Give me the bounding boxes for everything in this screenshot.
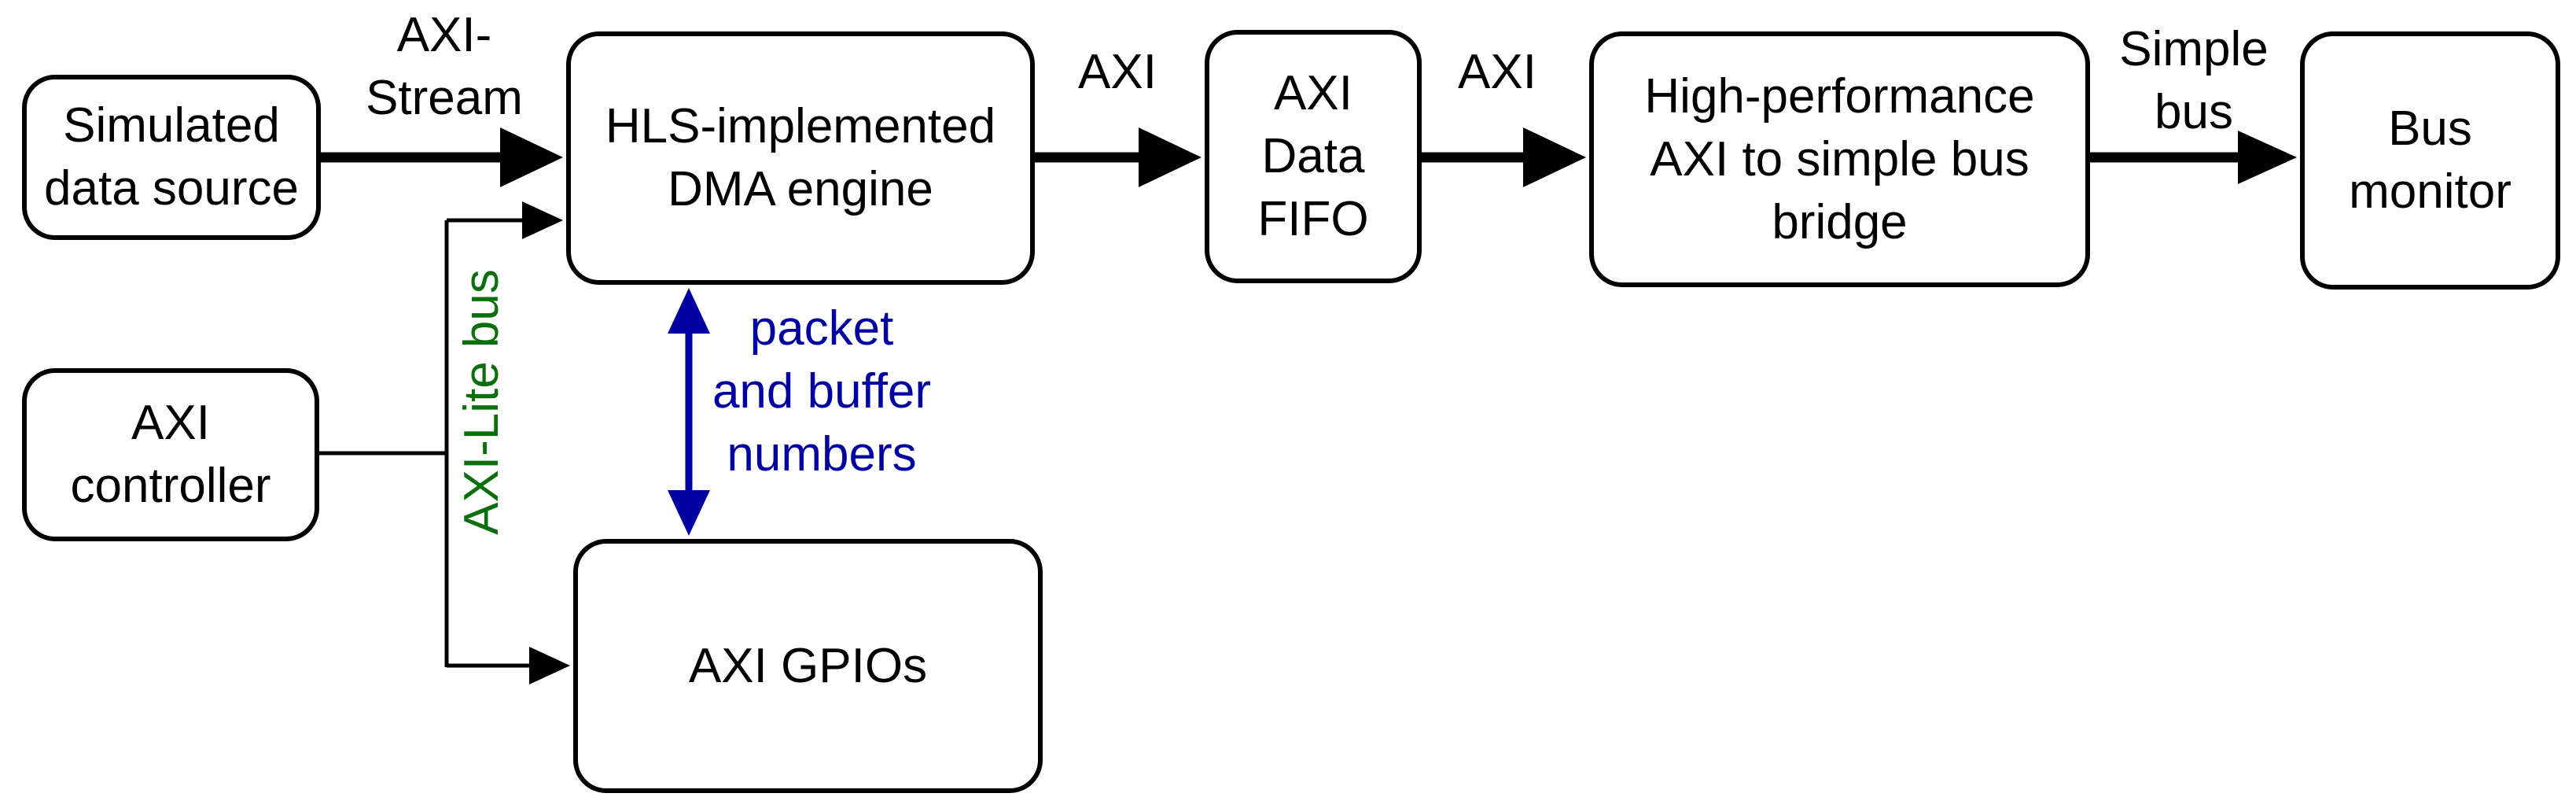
axi-stream-arrow (321, 127, 563, 187)
block-bus-monitor: Bus monitor (2300, 31, 2560, 290)
block-simulated-data-source-label: Simulated data source (44, 98, 299, 216)
label-axi-fifo-to-bridge: AXI (1458, 45, 1536, 99)
axi-lite-bus-line (319, 201, 570, 684)
block-simulated-data-source: Simulated data source (22, 75, 321, 240)
label-simple-bus: Simple bus (2119, 22, 2269, 139)
block-axi-to-simple-bus-bridge: High-performance AXI to simple bus bridg… (1589, 31, 2090, 287)
label-axi-stream: AXI- Stream (366, 8, 523, 125)
label-axi-dma-to-fifo: AXI (1078, 45, 1157, 99)
fifo-to-bridge-arrow (1422, 127, 1586, 187)
block-axi-gpios: AXI GPIOs (573, 539, 1043, 793)
block-hls-dma-engine: HLS-implemented DMA engine (566, 31, 1035, 285)
label-axi-lite-bus: AXI-Lite bus (454, 269, 509, 535)
block-axi-controller-label: AXI controller (70, 396, 271, 513)
bridge-to-monitor-arrow (2090, 131, 2297, 184)
axi-lite-arrow-to-gpio (529, 647, 570, 684)
block-hls-dma-engine-label: HLS-implemented DMA engine (605, 99, 996, 216)
axi-lite-arrow-to-dma (522, 201, 563, 239)
block-axi-controller: AXI controller (22, 368, 319, 541)
block-axi-gpios-label: AXI GPIOs (688, 638, 928, 693)
label-packet-and-buffer-numbers: packet and buffer numbers (712, 301, 932, 481)
packet-numbers-double-arrow (668, 288, 710, 536)
block-bus-monitor-label: Bus monitor (2349, 101, 2512, 219)
block-axi-to-simple-bus-bridge-label: High-performance AXI to simple bus bridg… (1644, 68, 2035, 249)
block-axi-data-fifo: AXI Data FIFO (1205, 30, 1422, 283)
block-axi-data-fifo-label: AXI Data FIFO (1257, 66, 1369, 246)
dma-to-fifo-arrow (1035, 127, 1202, 187)
